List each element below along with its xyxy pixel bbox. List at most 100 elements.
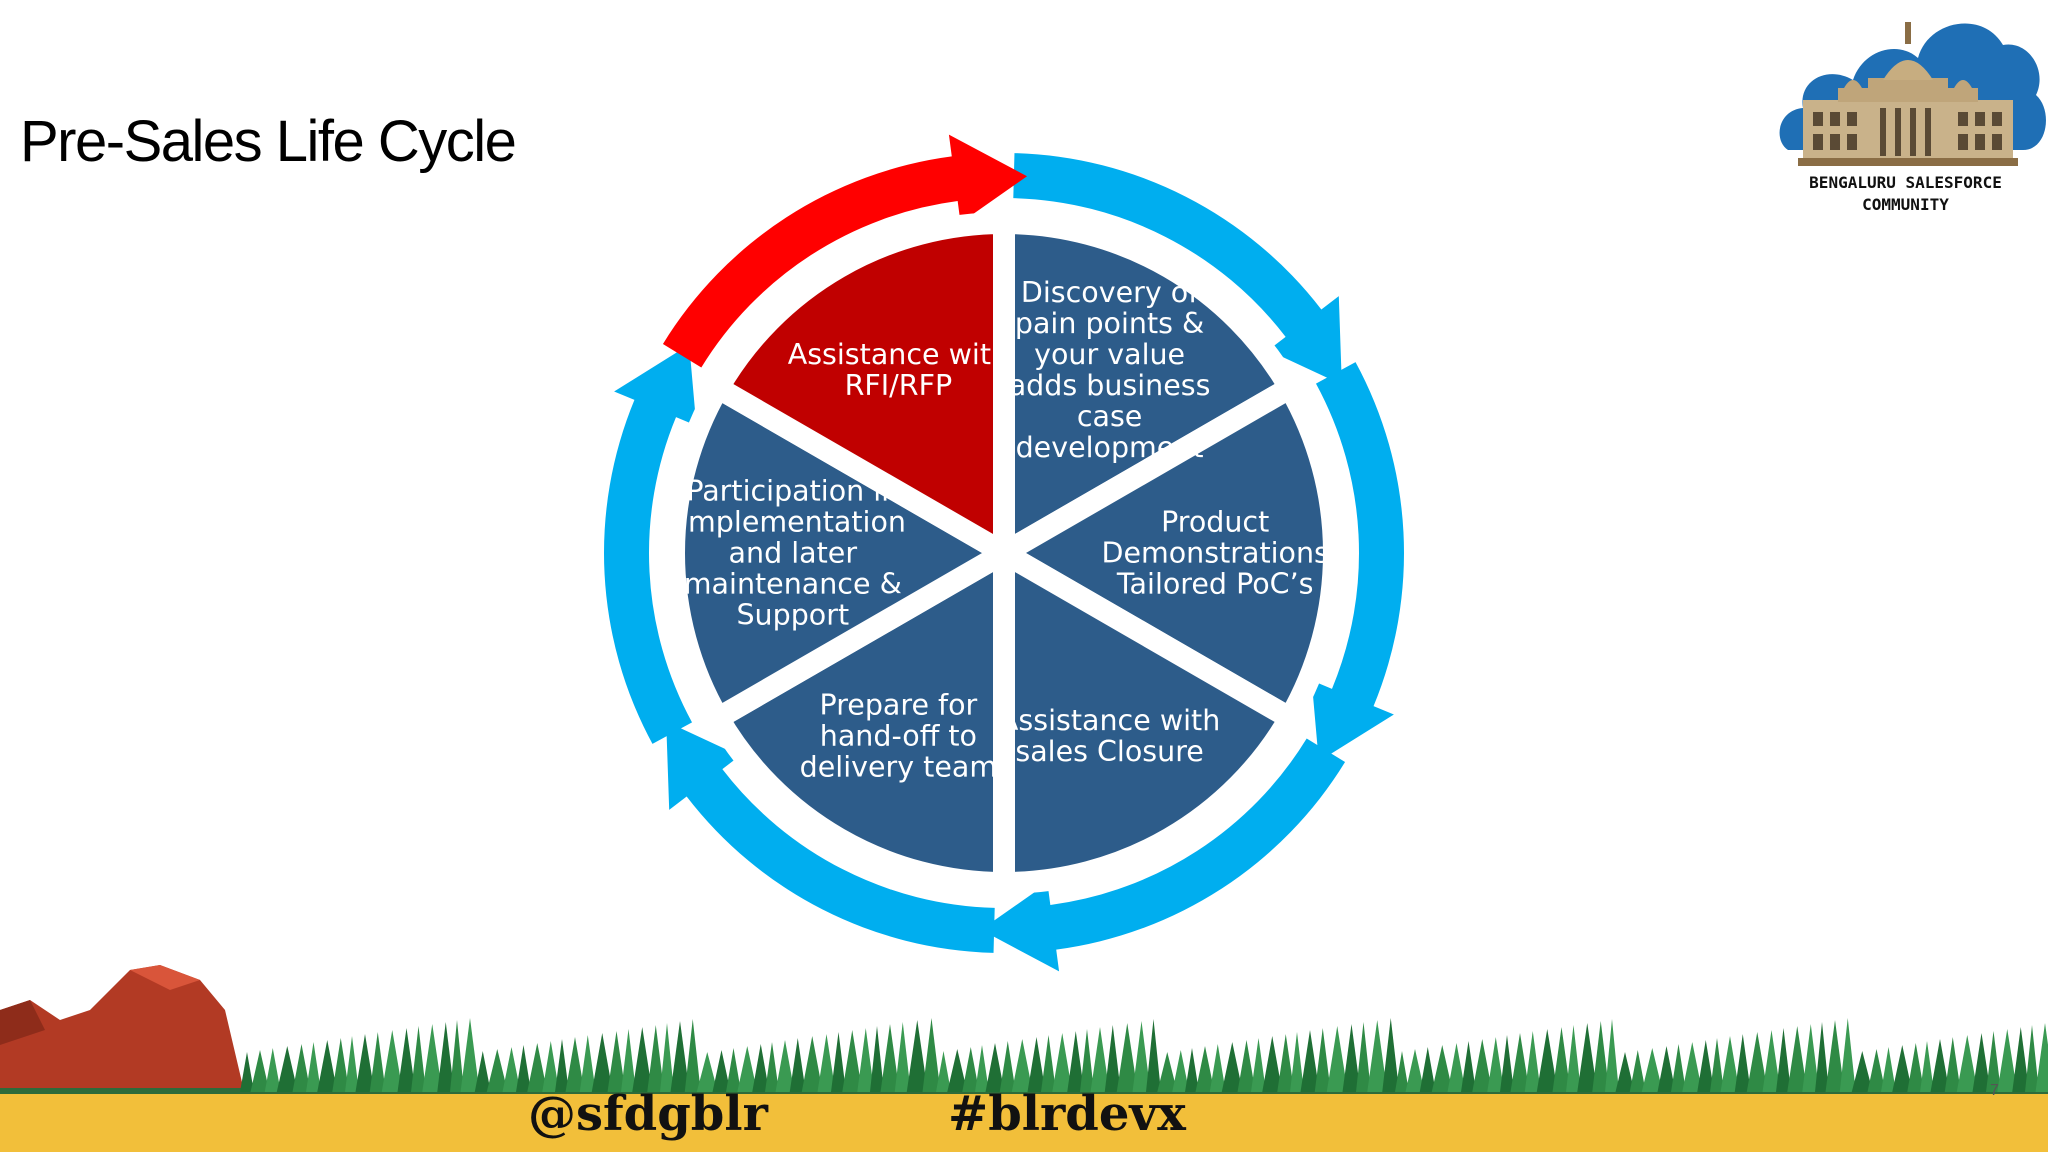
tree: [1524, 1031, 1541, 1092]
tree: [906, 1020, 928, 1092]
cycle-segment-label-line: pain points &: [1014, 307, 1205, 341]
tree: [1461, 1041, 1476, 1092]
page-number: 7: [1990, 1082, 1999, 1099]
cycle-segment-5: [663, 372, 1026, 734]
tree: [1710, 1038, 1724, 1092]
tree: [870, 1026, 884, 1092]
cycle-segment-label-line: your value: [1034, 338, 1186, 372]
tree: [1185, 1048, 1199, 1092]
tree: [752, 1044, 770, 1092]
tree: [1314, 1028, 1331, 1092]
tree: [1326, 1026, 1348, 1092]
tree: [332, 1038, 350, 1092]
tree: [1382, 1018, 1400, 1092]
tree: [502, 1047, 521, 1092]
cycle-segment-label-line: Tailored PoC’s: [1116, 567, 1314, 601]
cycle-segment-label-line: Support: [736, 598, 850, 632]
tree: [842, 1030, 863, 1092]
cycle-arrow-6: [662, 134, 1028, 368]
tree: [345, 1036, 359, 1092]
cycle-segment-label-line: Participation in: [686, 474, 900, 508]
tree: [1157, 1052, 1178, 1092]
tree: [1116, 1023, 1138, 1092]
tree: [2012, 1027, 2030, 1092]
tree: [250, 1050, 270, 1092]
tree: [801, 1036, 823, 1092]
tree: [474, 1051, 491, 1092]
tree: [381, 1030, 403, 1092]
tree: [2035, 1023, 2048, 1092]
tree: [317, 1040, 338, 1092]
tree: [712, 1050, 731, 1092]
tree: [1290, 1032, 1304, 1092]
tree: [947, 1049, 968, 1092]
tree: [765, 1042, 779, 1092]
tree: [831, 1032, 846, 1092]
tree: [737, 1046, 758, 1092]
tree: [1011, 1039, 1033, 1092]
tree: [894, 1022, 911, 1092]
tree: [1566, 1025, 1581, 1092]
hashtag: #blrdevx: [948, 1086, 1186, 1142]
tree: [817, 1034, 836, 1092]
tree: [684, 1019, 701, 1092]
tree: [397, 1028, 416, 1092]
tree: [1487, 1037, 1505, 1092]
cycle-segment-label-line: case: [1076, 400, 1143, 434]
cycle-segment-label-line: hand-off to: [819, 719, 978, 753]
tree: [579, 1035, 596, 1092]
cycle-segment-label-line: maintenance &: [683, 567, 902, 601]
tree: [1734, 1034, 1751, 1092]
tree: [591, 1033, 613, 1092]
cycle-segment-label-line: Product: [1161, 505, 1270, 539]
tree: [565, 1037, 585, 1092]
tree: [1552, 1027, 1571, 1092]
tree: [1395, 1051, 1409, 1092]
tree: [1851, 1051, 1873, 1092]
rock-formation: [0, 965, 245, 1095]
tree: [1802, 1024, 1820, 1092]
tree: [516, 1045, 531, 1092]
cycle-segment-3: [993, 533, 1305, 895]
cycle-segment-label-line: Demonstrations: [1101, 536, 1329, 570]
tree: [607, 1031, 626, 1092]
cycle-segment-label-line: Assistance with: [998, 703, 1221, 737]
tree: [1867, 1049, 1886, 1092]
tree: [647, 1025, 665, 1092]
tree: [1787, 1026, 1808, 1092]
tree: [292, 1044, 311, 1092]
cycle-segment-label-line: development: [1015, 431, 1204, 465]
tree: [1132, 1021, 1151, 1092]
tree: [264, 1048, 281, 1092]
tree: [1342, 1024, 1361, 1092]
tree: [1641, 1048, 1663, 1092]
cycle-segment-label-line: and later: [728, 536, 858, 570]
tree: [1907, 1043, 1925, 1092]
tree: [1172, 1050, 1190, 1092]
tree: [1746, 1032, 1768, 1092]
tree: [726, 1048, 741, 1092]
tree: [460, 1018, 480, 1092]
tree: [1251, 1038, 1266, 1092]
tree: [1356, 1022, 1371, 1092]
tree: [1405, 1049, 1425, 1092]
tree: [276, 1046, 298, 1092]
cycle-segment-1: [993, 211, 1305, 573]
tree: [1629, 1050, 1646, 1092]
tree: [880, 1024, 900, 1092]
tree: [1237, 1040, 1256, 1092]
tree: [306, 1042, 321, 1092]
tree: [1536, 1029, 1558, 1092]
tree: [1592, 1021, 1610, 1092]
tree: [486, 1049, 508, 1092]
tree: [1080, 1029, 1094, 1092]
tree: [542, 1041, 560, 1092]
tree: [1209, 1044, 1226, 1092]
tree: [621, 1029, 636, 1092]
tree: [1431, 1045, 1453, 1092]
tree: [1944, 1037, 1961, 1092]
